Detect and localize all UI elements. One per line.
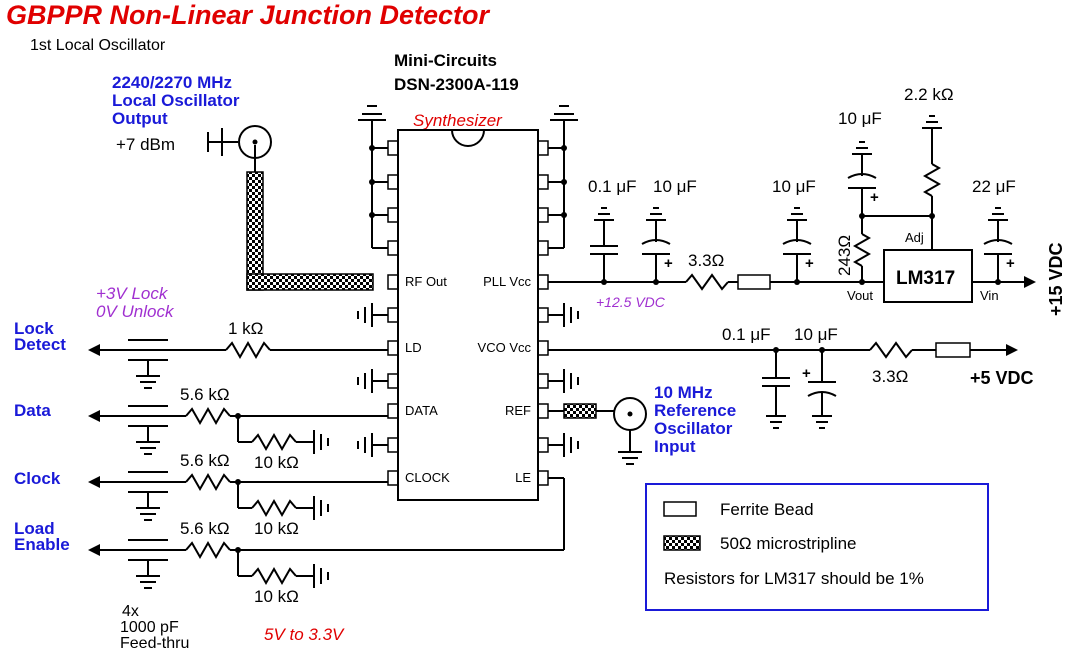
ld-line: [88, 339, 388, 389]
r-ld-label: 1 kΩ: [228, 319, 263, 338]
pin-vco-vcc: VCO Vcc: [478, 340, 532, 355]
lm317-vin: Vin: [980, 288, 999, 303]
ref-input-label-2: Reference: [654, 401, 736, 420]
svg-text:+: +: [664, 255, 673, 272]
page-title: GBPPR Non-Linear Junction Detector: [6, 0, 491, 30]
rail-15v: +15 VDC: [1046, 242, 1066, 316]
signal-lock-detect-1: Lock: [14, 319, 54, 338]
vin-wiring: +: [972, 207, 1036, 288]
r-adj-top-label: 2.2 kΩ: [904, 85, 954, 104]
r-clock-label: 5.6 kΩ: [180, 451, 230, 470]
r-clock-div-label: 10 kΩ: [254, 519, 299, 538]
chip-left-pins: [387, 140, 399, 486]
cap-pll-1-label: 0.1 μF: [588, 177, 637, 196]
chip-part: DSN-2300A-119: [394, 75, 519, 94]
feedthru-value: 1000 pF: [120, 619, 179, 636]
cap-pll-2-label: 10 μF: [653, 177, 697, 196]
rail-5v: +5 VDC: [970, 368, 1034, 388]
pll-vcc-wiring: [548, 273, 884, 291]
level-shift-note: 5V to 3.3V: [264, 625, 345, 644]
r-data-label: 5.6 kΩ: [180, 385, 230, 404]
lm317-name: LM317: [896, 268, 955, 289]
signal-lock-detect-2: Detect: [14, 335, 66, 354]
c-vco-2-label: 10 μF: [794, 325, 838, 344]
chip-maker: Mini-Circuits: [394, 51, 497, 70]
svg-text:+: +: [802, 365, 811, 382]
legend-box: [645, 483, 989, 611]
pin-le: LE: [515, 470, 531, 485]
r-le-label: 5.6 kΩ: [180, 519, 230, 538]
lo-output-label-1: 2240/2270 MHz: [112, 73, 232, 92]
lock-status-1: +3V Lock: [96, 284, 169, 303]
signal-load-enable-1: Load: [14, 519, 55, 538]
pin-rf-out: RF Out: [405, 274, 447, 289]
signal-load-enable-2: Enable: [14, 535, 70, 554]
pin-ld: LD: [405, 340, 422, 355]
lo-output-label-3: Output: [112, 109, 168, 128]
pin-pll-vcc: PLL Vcc: [483, 274, 531, 289]
lm317-vout: Vout: [847, 288, 873, 303]
lo-microstripline: [246, 171, 374, 291]
lock-status-2: 0V Unlock: [96, 302, 175, 321]
clock-line: [88, 471, 388, 521]
synthesizer-chip: [397, 129, 539, 501]
vco-vcc-wiring: +: [548, 341, 1018, 429]
lo-output-connector: [207, 125, 272, 172]
r-adj-low-label: 243Ω: [835, 235, 854, 276]
pin-ref: REF: [505, 403, 531, 418]
adj-network: +: [847, 115, 942, 282]
cap-pll-3-label: 10 μF: [772, 177, 816, 196]
lo-output-label-2: Local Oscillator: [112, 91, 240, 110]
page-subtitle: 1st Local Oscillator: [30, 37, 166, 54]
r-data-div-label: 10 kΩ: [254, 453, 299, 472]
ref-input-label-1: 10 MHz: [654, 383, 713, 402]
cap-pll-1: [590, 207, 618, 282]
svg-text:+: +: [1006, 255, 1015, 272]
legend-note: Resistors for LM317 should be 1%: [664, 569, 924, 588]
feedthru-type: Feed-thru: [120, 635, 189, 652]
right-ground-bus: [548, 105, 578, 249]
chip-right-pins: [537, 140, 549, 486]
svg-text:+: +: [870, 189, 879, 206]
legend-ferrite: Ferrite Bead: [720, 500, 814, 519]
data-line: [88, 405, 388, 455]
ferrite-bead-icon: [663, 501, 697, 517]
right-pin-grounds: [548, 303, 579, 457]
feedthru-count: 4x: [122, 603, 139, 620]
signal-clock: Clock: [14, 469, 61, 488]
le-line: [88, 477, 565, 589]
ref-input-wiring: [548, 397, 647, 465]
c-adj-label: 10 μF: [838, 109, 882, 128]
c-vco-1-label: 0.1 μF: [722, 325, 771, 344]
pin-data: DATA: [405, 403, 438, 418]
lo-output-power: +7 dBm: [116, 135, 175, 154]
ref-input-label-4: Input: [654, 437, 696, 456]
r-pll-label: 3.3Ω: [688, 251, 724, 270]
left-pin-grounds: [357, 303, 388, 457]
cap-pll-2: +: [641, 207, 673, 282]
signal-data: Data: [14, 401, 51, 420]
legend-microstrip: 50Ω microstripline: [720, 534, 856, 553]
r-vco-label: 3.3Ω: [872, 367, 908, 386]
chip-type: Synthesizer: [413, 111, 503, 130]
c-vin-label: 22 μF: [972, 177, 1016, 196]
pin-clock: CLOCK: [405, 470, 450, 485]
ref-input-label-3: Oscillator: [654, 419, 733, 438]
r-le-div-label: 10 kΩ: [254, 587, 299, 606]
lm317-adj: Adj: [905, 230, 924, 245]
pll-voltage-note: +12.5 VDC: [596, 294, 666, 310]
microstrip-icon: [663, 535, 701, 551]
left-ground-bus: [358, 105, 388, 249]
cap-pll-3: +: [782, 207, 814, 282]
svg-text:+: +: [805, 255, 814, 272]
lm317-regulator: [883, 249, 973, 303]
